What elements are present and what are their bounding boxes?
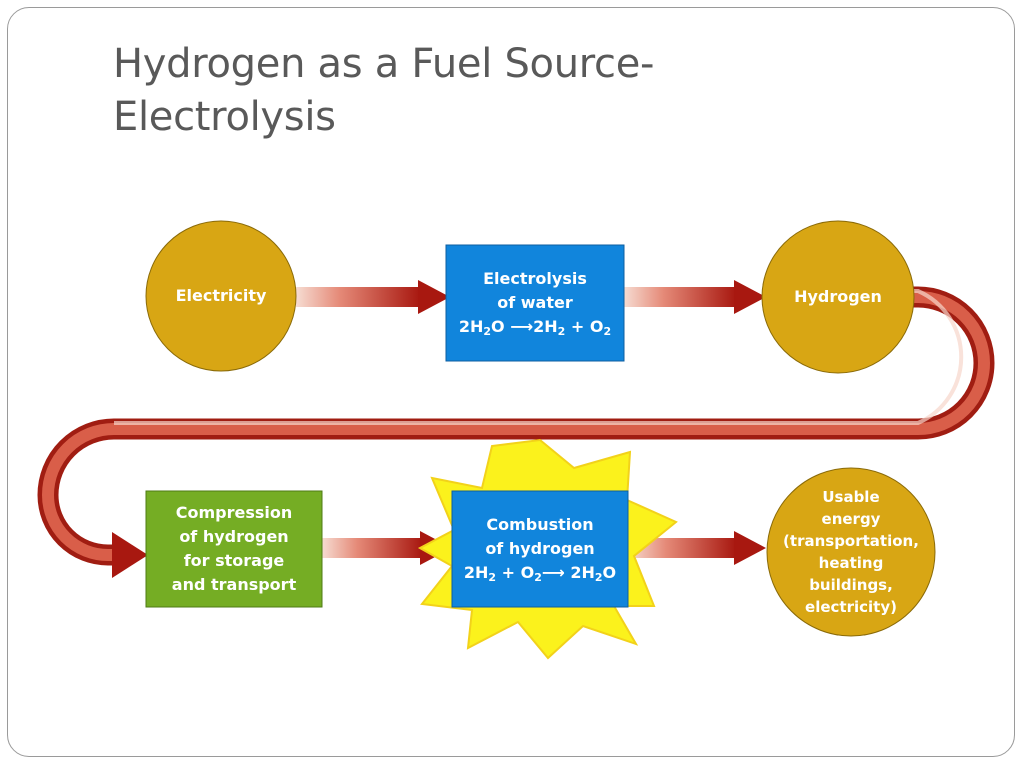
energy-line-3: (transportation, <box>783 532 919 550</box>
reaction-arrow-icon: ⟶ <box>510 317 534 336</box>
usable-energy-label: Usable energy (transportation, heating b… <box>767 468 935 636</box>
slide-title: Hydrogen as a Fuel Source- Electrolysis <box>113 38 913 144</box>
electricity-node <box>145 220 297 372</box>
compression-node <box>145 490 323 608</box>
compression-line-1: Compression <box>175 503 293 522</box>
compression-line-2: of hydrogen <box>179 527 289 546</box>
compression-line-4: and transport <box>171 575 297 594</box>
electrolysis-label: Electrolysis of water 2H2O ⟶2H2 + O2 <box>446 245 624 361</box>
electricity-label: Electricity <box>175 286 267 305</box>
combustion-line-2: of hydrogen <box>485 539 595 558</box>
arrow-electrolysis-to-hydrogen <box>624 280 766 314</box>
arrow-combustion-to-energy <box>628 531 766 565</box>
title-line-1: Hydrogen as a Fuel Source- <box>113 41 655 87</box>
energy-line-4: heating <box>818 554 884 572</box>
electrolysis-line-1: Electrolysis <box>483 269 587 288</box>
hydrogen-label: Hydrogen <box>794 287 882 306</box>
energy-line-5: buildings, <box>809 576 893 594</box>
electrolysis-line-2: of water <box>497 293 573 312</box>
reaction-arrow-icon: ⟶ <box>541 563 565 582</box>
energy-line-2: energy <box>821 510 881 528</box>
compression-label: Compression of hydrogen for storage and … <box>146 491 322 607</box>
hydrogen-node <box>761 220 915 374</box>
combustion-line-1: Combustion <box>486 515 594 534</box>
combustion-equation: 2H2 + O2⟶ 2H2O <box>463 563 617 584</box>
arrow-electricity-to-electrolysis <box>296 280 450 314</box>
energy-line-1: Usable <box>822 488 880 506</box>
combustion-node <box>451 490 629 608</box>
compression-line-3: for storage <box>183 551 285 570</box>
usable-energy-node <box>766 467 936 637</box>
energy-line-6: electricity) <box>805 598 897 616</box>
title-line-2: Electrolysis <box>113 94 336 140</box>
electrolysis-node <box>445 244 625 362</box>
return-connector-head <box>112 532 148 578</box>
electrolysis-equation: 2H2O ⟶2H2 + O2 <box>458 317 612 338</box>
slide-frame <box>7 7 1015 757</box>
combustion-label: Combustion of hydrogen 2H2 + O2⟶ 2H2O <box>452 491 628 607</box>
